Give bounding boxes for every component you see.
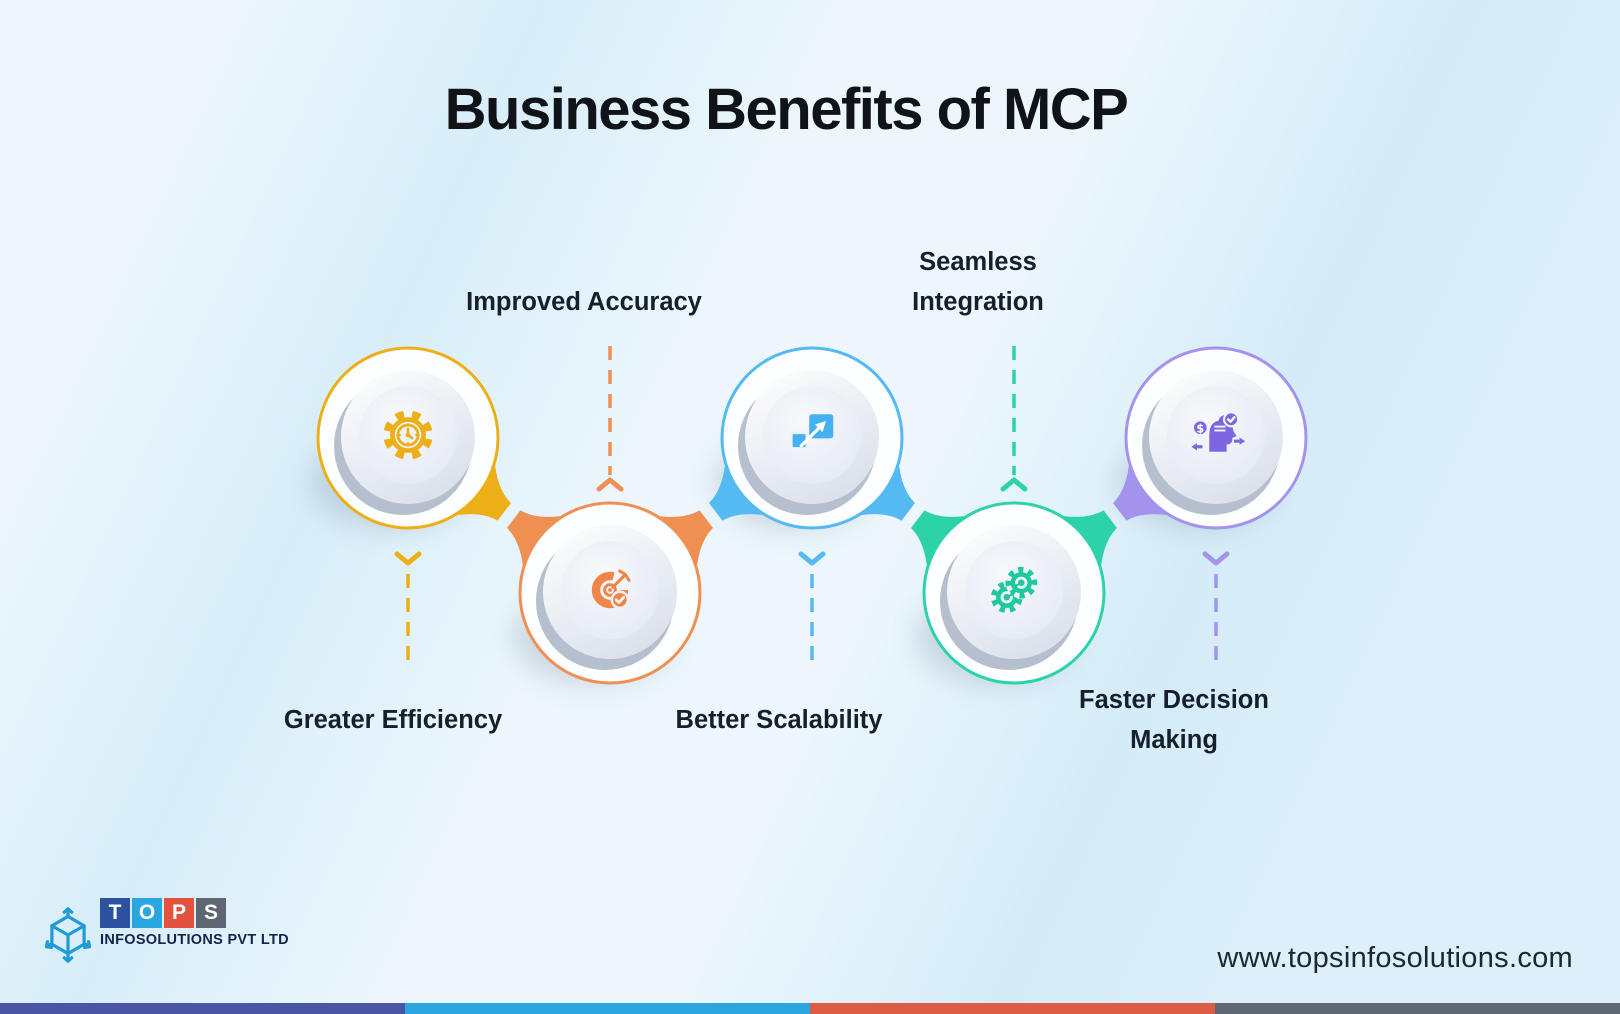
stripe-segment-gray [1215,1003,1620,1014]
connector [411,418,511,528]
benefit-node [922,501,1106,685]
connector [911,503,1011,613]
chevron-down-icon [798,551,826,566]
benefit-node [1124,346,1308,530]
node-label-line: Better Scalability [675,706,883,734]
benefit-node [720,346,904,530]
cube-logo-icon [44,907,92,963]
chevron-down-icon [394,551,422,566]
stripe-segment-red [810,1003,1215,1014]
stripe-segment-blue [405,1003,810,1014]
logo-letter-t: T [100,898,130,928]
node-label-better-scalability: Better Scalability [676,700,883,740]
stripe-segment-indigo [0,1003,405,1014]
connector [709,418,809,528]
logo-letter-p: P [164,898,194,928]
node-label-improved-accuracy: Improved Accuracy [466,282,702,322]
benefit-node [316,346,500,530]
node-label-line: Making [1130,726,1218,754]
chevron-down-icon [1202,551,1230,566]
node-label-line: Faster Decision [1079,686,1269,714]
logo-letter-s: S [196,898,226,928]
logo-caption: INFOSOLUTIONS PVT LTD [100,932,289,948]
footer-stripe [0,1003,1620,1014]
node-label-greater-efficiency: Greater Efficiency [284,700,502,740]
chevron-up-icon [596,477,624,492]
chevron-up-icon [1000,477,1028,492]
benefit-node [518,501,702,685]
website-url: www.topsinfosolutions.com [1217,942,1573,974]
connector [613,503,713,613]
connector [1017,503,1117,613]
page-title: Business Benefits of MCP [444,77,1129,142]
node-label-line: Greater Efficiency [283,706,503,734]
node-label-line: Seamless [919,248,1037,276]
connector [507,503,607,613]
logo-letter-o: O [132,898,162,928]
logo: T O P S INFOSOLUTIONS PVT LTD [42,898,289,964]
connector [1113,418,1213,528]
connector [815,418,915,528]
node-label-line: Integration [912,288,1044,316]
logo-letter-squares: T O P S [100,898,289,928]
node-label-line: Improved Accuracy [466,288,702,316]
